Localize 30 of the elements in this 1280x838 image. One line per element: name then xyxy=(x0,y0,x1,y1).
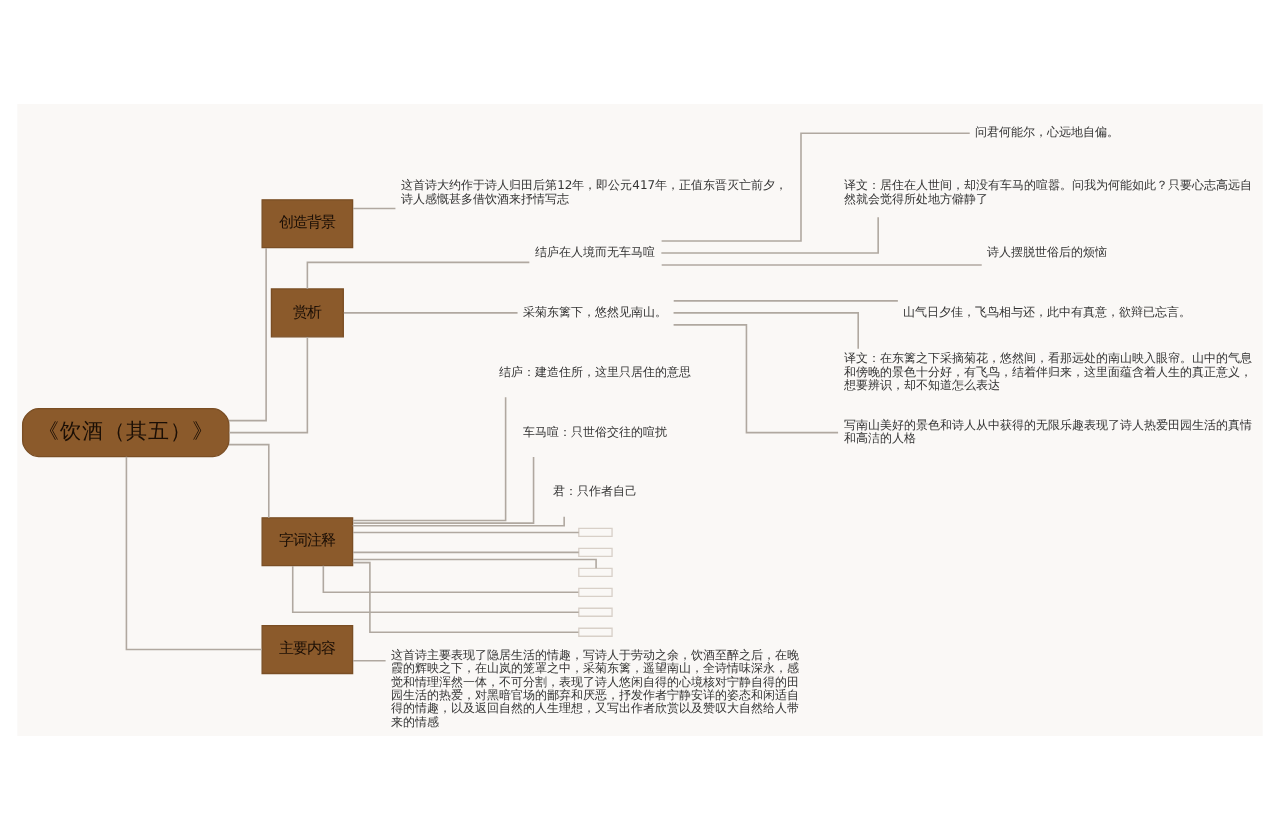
connector xyxy=(352,395,507,521)
connector xyxy=(352,560,580,632)
connector xyxy=(352,550,580,553)
node-box xyxy=(578,566,613,576)
connector xyxy=(352,206,397,209)
connector xyxy=(228,335,309,433)
node-box xyxy=(578,526,613,537)
connector xyxy=(352,557,597,569)
node-box xyxy=(578,586,613,596)
connector xyxy=(352,530,580,533)
connector xyxy=(306,260,531,289)
connector xyxy=(125,454,263,650)
connector xyxy=(672,299,899,301)
connector xyxy=(228,246,267,421)
connector xyxy=(322,564,580,593)
node-box xyxy=(578,546,613,557)
connector xyxy=(291,564,580,613)
connector xyxy=(660,131,971,241)
connector xyxy=(660,215,879,253)
node-box xyxy=(578,626,613,636)
connector xyxy=(352,659,387,661)
connector xyxy=(343,311,519,313)
connector xyxy=(352,455,535,523)
node-box: 《饮酒（其五）》 xyxy=(21,407,230,457)
connector xyxy=(660,263,983,265)
connector xyxy=(351,514,565,526)
node-box xyxy=(578,606,613,616)
connector xyxy=(672,323,839,433)
connector xyxy=(228,442,270,518)
connector xyxy=(672,311,859,349)
